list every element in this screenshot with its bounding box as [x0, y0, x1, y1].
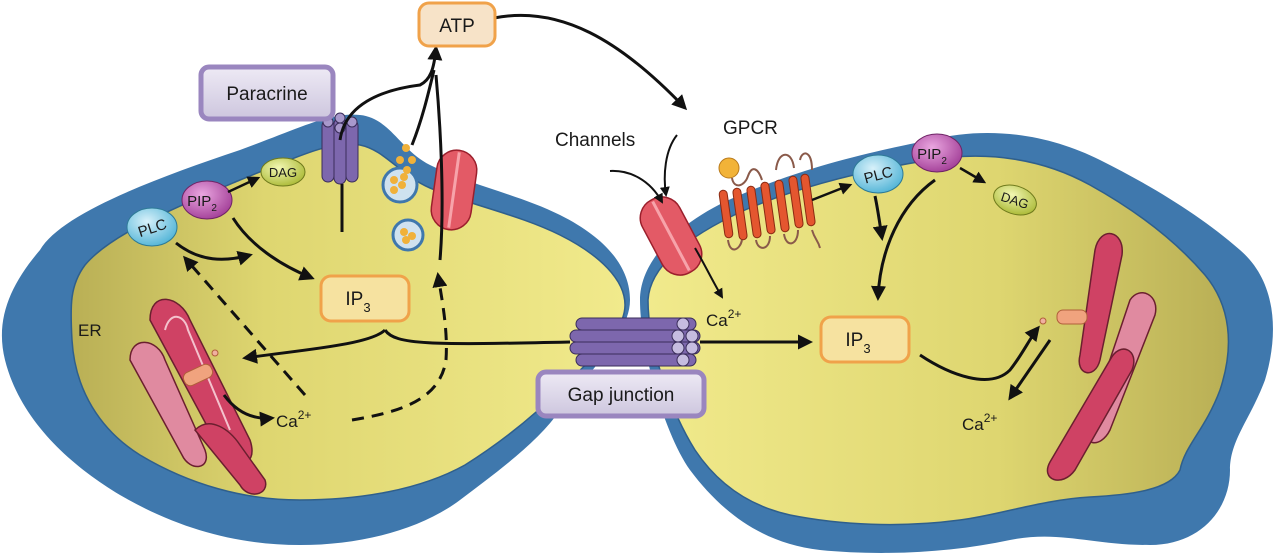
line-ip3-to-gapjunction [383, 329, 571, 346]
arrow-er-to-ca-right [1008, 339, 1052, 401]
arrow-plc-down [872, 195, 888, 241]
right-pip2-label: PIP [917, 146, 941, 163]
er-label: ER [78, 321, 102, 340]
atp-label: ATP [439, 16, 475, 37]
left-ca-main: Ca [276, 412, 298, 431]
gap-junction-box: Gap junction [535, 369, 707, 419]
arrow-pip2-to-ip3-right [871, 178, 936, 301]
arrow-gpcr-to-plc [811, 182, 853, 202]
gap-junction-label: Gap junction [568, 385, 675, 406]
right-ip3-label: IP [845, 330, 863, 351]
right-dag: DAG [993, 184, 1037, 216]
left-ip3-label: IP [345, 289, 363, 310]
right-ion-channel [639, 196, 703, 276]
left-ip3-box: IP3 [319, 274, 411, 323]
paracrine-box: Paracrine [198, 64, 336, 122]
left-dag-label: DAG [269, 165, 297, 180]
arrow-pannexin-to-atp [338, 45, 443, 141]
left-plc: PLC [126, 207, 178, 247]
pannexin-channel [321, 112, 359, 185]
left-er [129, 298, 267, 495]
arrow-er-to-ca [222, 394, 275, 427]
arrow-ip3-to-er-right [919, 325, 1040, 381]
arrow-channel-to-atp [434, 74, 444, 261]
svg-text:PIP2: PIP2 [917, 146, 947, 167]
atp-box: ATP [417, 1, 497, 48]
right-ip3-box: IP3 [819, 315, 911, 364]
left-ca-label: Ca2+ [276, 408, 311, 431]
arrow-plc-to-pathway [175, 241, 253, 266]
arrow-pip2-to-ip3 [231, 217, 315, 281]
arrow-pip2-to-dag-right [959, 166, 987, 184]
left-ip3-subscript: 3 [363, 300, 370, 315]
right-pip2-subscript: 2 [941, 156, 947, 167]
left-pip2-subscript: 2 [211, 203, 217, 214]
svg-text:IP3: IP3 [345, 289, 370, 315]
svg-text:PIP2: PIP2 [187, 193, 217, 214]
arrow-pip2-to-dag [227, 176, 261, 194]
right-pip2: PIP2 [911, 133, 963, 173]
right-channel-ca-label: Ca2+ [706, 307, 741, 330]
left-ca-superscript: 2+ [298, 408, 312, 422]
arrow-channel-to-ca [694, 247, 724, 299]
pathway-arrows [175, 13, 1052, 427]
svg-text:IP3: IP3 [845, 330, 870, 356]
arrow-channels-label-1 [609, 169, 663, 204]
gpcr-receptor [718, 152, 821, 251]
channels-label: Channels [555, 130, 635, 151]
left-dag: DAG [260, 157, 306, 187]
gap-junction-channel [569, 317, 701, 367]
arrow-vesicle-to-atp [410, 69, 436, 146]
right-channel-ca-superscript: 2+ [728, 307, 742, 321]
left-pip2: PIP2 [181, 180, 233, 220]
atp-vesicles [381, 144, 425, 252]
paracrine-label: Paracrine [226, 84, 307, 105]
arrow-ip3-to-er [242, 328, 387, 364]
arrow-channels-label-2 [659, 134, 678, 197]
arrow-ca-to-plc-dashed [183, 255, 307, 396]
gpcr-label: GPCR [723, 118, 778, 139]
arrow-atp-to-channels [493, 13, 688, 111]
right-er-ca-main: Ca [962, 415, 984, 434]
right-plc: PLC [852, 154, 904, 194]
right-er-ca-superscript: 2+ [984, 411, 998, 425]
left-pip2-label: PIP [187, 193, 211, 210]
right-ip3-subscript: 3 [863, 341, 870, 356]
right-channel-ca-main: Ca [706, 311, 728, 330]
right-er [1039, 232, 1157, 481]
right-er-ca-label: Ca2+ [962, 411, 997, 434]
